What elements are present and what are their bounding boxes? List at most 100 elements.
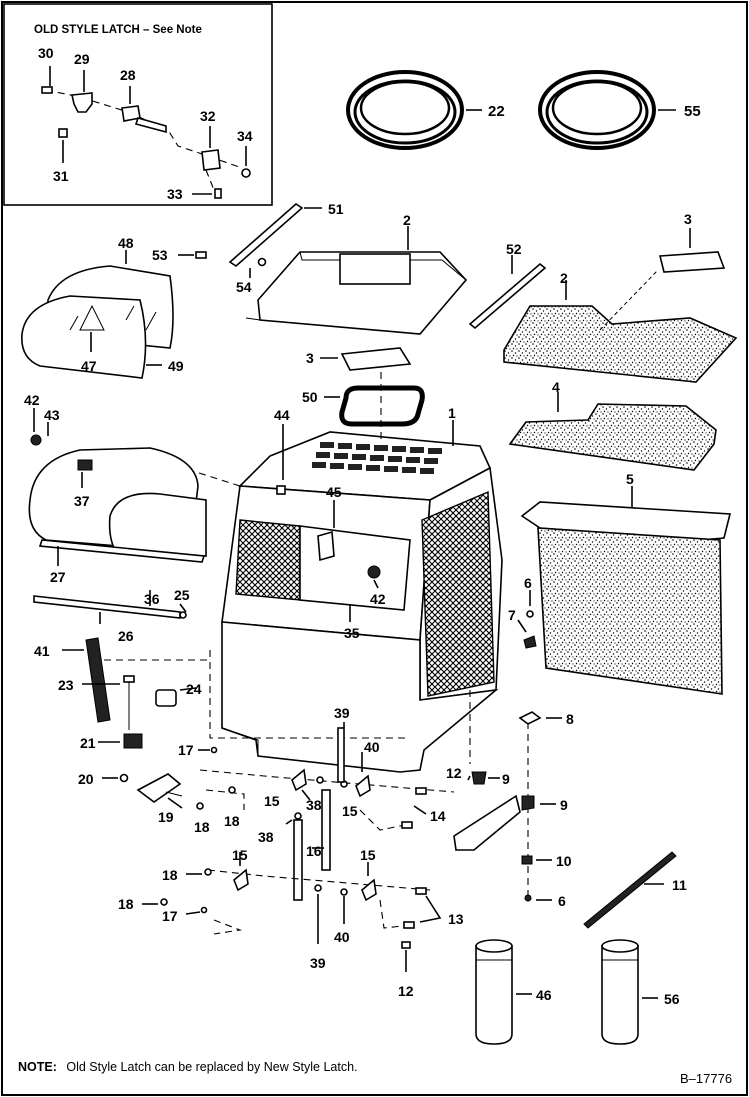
callout-15-d: 15 [360,847,376,863]
note-text: Old Style Latch can be replaced by New S… [66,1060,357,1074]
spacer-24: 24 [155,681,202,707]
callout-6-upper: 6 [524,575,532,591]
front-door-37: 37 27 [28,447,207,585]
bracket-9-12: 12 9 9 [446,765,568,851]
window-3-top: 3 [658,211,726,273]
callout-18-a: 18 [194,819,210,835]
roof-panel-2: 2 [245,212,468,335]
bolt-42-43: 42 43 [24,392,60,446]
callout-40-upper: 40 [364,739,380,755]
callout-36: 36 [144,591,160,607]
rear-window-48: 48 47 49 [21,235,184,379]
foam-panel-4: 4 [508,379,717,471]
canister-56: 56 [601,939,680,1045]
callout-15-a: 15 [264,793,280,809]
plug-8: 8 [518,711,574,727]
callout-9-left: 9 [502,771,510,787]
callout-33: 33 [167,186,183,202]
callout-56: 56 [664,991,680,1007]
latch-21-20-19: 21 20 19 [78,733,183,825]
hinge-strip-51: 51 [228,201,344,268]
sound-foam-5: 5 [520,471,732,695]
inset-title: OLD STYLE LATCH – See Note [34,24,202,36]
callout-40-lower: 40 [334,929,350,945]
callout-31: 31 [53,168,69,184]
callout-4: 4 [552,379,560,395]
note-prefix: NOTE: [18,1060,57,1074]
callout-3-top: 3 [684,211,692,227]
callout-37: 37 [74,493,90,509]
callout-28: 28 [120,67,136,83]
document-id: B–17776 [680,1071,732,1086]
callout-46: 46 [536,987,552,1003]
note: NOTE: Old Style Latch can be replaced by… [18,1060,358,1074]
bracket-45: 45 [317,484,342,562]
callout-12-upper: 12 [446,765,462,781]
latch-42-35: 42 35 [344,565,386,641]
cab-frame-1: 1 [221,405,503,773]
callout-34: 34 [237,128,253,144]
callout-38-upper: 38 [306,797,322,813]
strap-41-bolt-23: 41 23 [34,637,135,730]
callout-53: 53 [152,247,168,263]
callout-8: 8 [566,711,574,727]
callout-17-lower: 17 [162,908,178,924]
callout-44: 44 [274,407,290,423]
roof-vents [312,442,442,474]
callout-43: 43 [44,407,60,423]
plug-10-6: 10 6 [521,853,572,909]
callout-23: 23 [58,677,74,693]
callout-18-c: 18 [162,867,178,883]
callout-5: 5 [626,471,634,487]
callout-39-upper: 39 [334,705,350,721]
lower-hinge-assembly: 15 15 18 18 17 40 39 13 12 [118,847,464,999]
callout-7: 7 [508,607,516,623]
callout-1: 1 [448,405,456,421]
callout-55: 55 [684,103,701,120]
door-seal-22: 22 [346,70,505,150]
callout-41: 41 [34,643,50,659]
callout-13: 13 [448,911,464,927]
callout-3-center: 3 [306,350,314,366]
callout-15-c: 15 [232,847,248,863]
callout-42-left: 42 [24,392,40,408]
callout-22: 22 [488,103,505,120]
callout-52: 52 [506,241,522,257]
callout-51: 51 [328,201,344,217]
callout-39-lower: 39 [310,955,326,971]
callout-24: 24 [186,681,202,697]
callout-19: 19 [158,809,174,825]
gas-strut-16: 16 38 [258,789,331,901]
callout-2-roof: 2 [403,212,411,228]
canister-46: 46 [475,939,552,1045]
fastener-6-7: 6 7 [508,575,537,649]
fasteners-53-54: 53 54 [152,247,267,295]
callout-27: 27 [50,569,66,585]
callout-54: 54 [236,279,252,295]
bolt-44: 44 [274,407,290,495]
strip-52: 52 [468,241,547,330]
callout-10: 10 [556,853,572,869]
callout-12-lower: 12 [398,983,414,999]
callout-47: 47 [81,358,97,374]
callout-49: 49 [168,358,184,374]
callout-2-foam: 2 [560,270,568,286]
callout-14: 14 [430,808,446,824]
callout-21: 21 [80,735,96,751]
upper-hinge-assembly: 39 40 17 18 18 15 38 15 14 [178,705,455,835]
callout-26: 26 [118,628,134,644]
callout-15-b: 15 [342,803,358,819]
callout-42-right: 42 [370,591,386,607]
callout-11: 11 [672,877,687,893]
strip-11: 11 [583,851,687,929]
callout-50: 50 [302,389,318,405]
callout-18-b: 18 [224,813,240,829]
foam-headliner-2: 2 [503,269,738,383]
old-style-latch-inset: OLD STYLE LATCH – See Note 30 29 28 32 3… [3,3,273,206]
callout-16: 16 [306,843,322,859]
callout-20: 20 [78,771,94,787]
callout-32: 32 [200,108,216,124]
